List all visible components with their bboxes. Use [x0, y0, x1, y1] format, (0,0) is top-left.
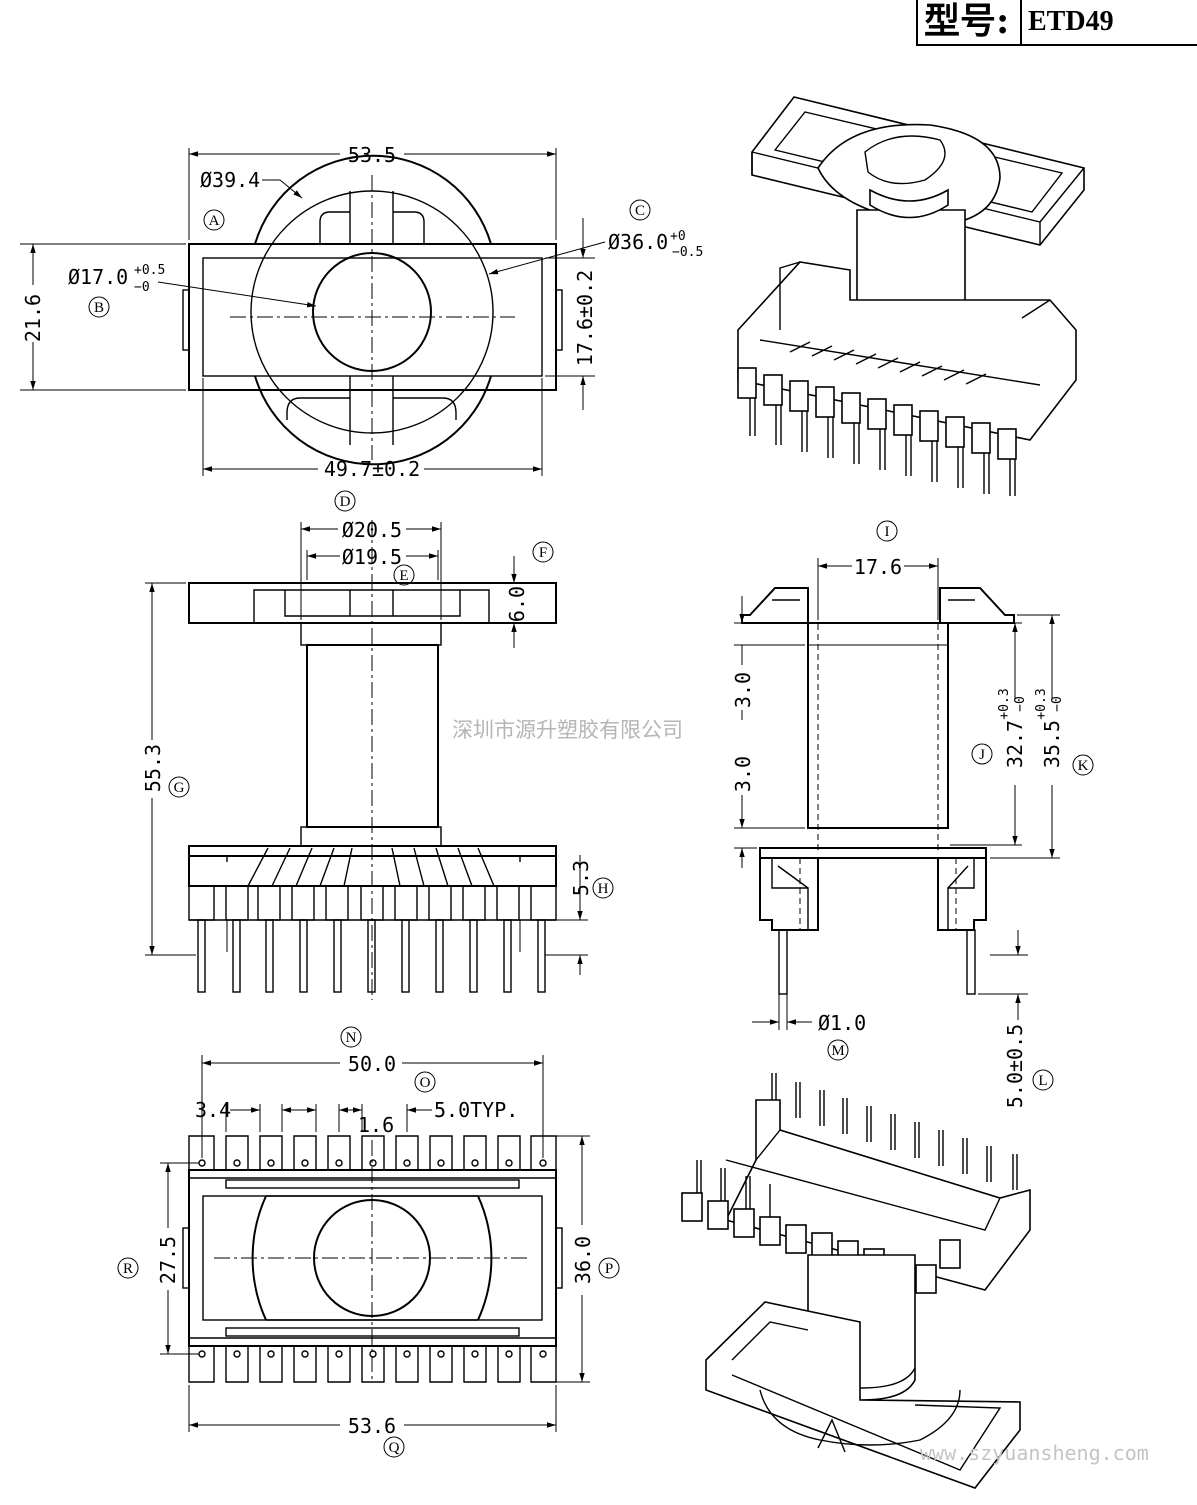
dim-winding-height: 32.7 — [1003, 720, 1027, 768]
dim-3-4: 3.4 — [195, 1098, 231, 1122]
dim-outer-dia: Ø20.5 — [342, 518, 402, 542]
label-i: I — [885, 524, 890, 540]
watermark-company: 深圳市源升塑胶有限公司 — [452, 718, 683, 742]
svg-text:+0.5: +0.5 — [134, 263, 165, 278]
dim-1-6: 1.6 — [358, 1113, 394, 1137]
label-a: A — [209, 213, 220, 229]
model-number: ETD49 — [1028, 6, 1114, 37]
svg-text:+0: +0 — [670, 229, 686, 244]
svg-text:−0.5: −0.5 — [672, 245, 703, 260]
dim-side-width: 17.6 — [854, 555, 902, 579]
label-m: M — [831, 1043, 844, 1059]
dim-round-dia: Ø36.0 — [608, 230, 668, 254]
svg-text:−0: −0 — [1050, 696, 1065, 712]
dim-3b: 3.0 — [731, 756, 755, 792]
label-g: G — [174, 780, 185, 796]
dim-outer-height: 36.0 — [571, 1236, 595, 1284]
dim-base-height: 5.3 — [569, 860, 593, 896]
label-b: B — [94, 300, 104, 316]
dim-pin-dia: Ø1.0 — [818, 1011, 866, 1035]
label-q: Q — [389, 1440, 400, 1456]
label-e: E — [399, 568, 408, 584]
label-p: P — [605, 1261, 613, 1277]
top-view: 53.5 Ø39.4 Ø17.0 +0.5 −0 Ø36.0 +0 −0.5 2… — [20, 143, 703, 481]
label-l: L — [1038, 1073, 1047, 1089]
side-view: 17.6 3.0 3.0 32.7 +0.3 −0 35.5 +0.3 −0 — [731, 520, 1094, 1108]
label-h: H — [598, 881, 609, 897]
dim-inner-dia: Ø19.5 — [342, 545, 402, 569]
label-j: J — [979, 747, 985, 763]
dim-3a: 3.0 — [731, 672, 755, 708]
watermark-url: www.szyuansheng.com — [920, 1441, 1149, 1465]
svg-text:+0.3: +0.3 — [997, 688, 1012, 719]
label-o: O — [420, 1075, 431, 1091]
label-n: N — [346, 1030, 357, 1046]
dim-inner-height: 27.5 — [156, 1236, 180, 1284]
svg-text:−0: −0 — [134, 280, 150, 295]
title-divider — [1020, 0, 1022, 44]
label-d: D — [340, 494, 351, 510]
dim-height-left: 21.6 — [21, 294, 45, 342]
label-c: C — [635, 203, 645, 219]
dim-height-right: 17.6±0.2 — [573, 270, 597, 366]
dim-core-dia: Ø17.0 — [68, 265, 128, 289]
label-f: F — [539, 545, 547, 561]
dim-flange-dia: Ø39.4 — [200, 168, 260, 192]
dim-total-height: 35.5 — [1040, 720, 1064, 768]
label-k: K — [1078, 758, 1089, 774]
svg-text:−0: −0 — [1013, 696, 1028, 712]
dim-pitch: 5.0TYP. — [434, 1098, 518, 1122]
bottom-view: 50.0 3.4 1.6 5.0TYP. 27.5 36.0 53.6 — [117, 1026, 620, 1458]
label-r: R — [123, 1261, 133, 1277]
dim-bottom-width: 49.7±0.2 — [324, 457, 420, 481]
title-block: 型号: ETD49 — [916, 0, 1197, 46]
dim-overall-height: 55.3 — [141, 744, 165, 792]
dim-pin-length: 5.0±0.5 — [1003, 1024, 1027, 1108]
isometric-view-top — [737, 96, 1085, 496]
front-view: Ø20.5 Ø19.5 6.0 55.3 5.3 D E F G H — [141, 490, 614, 1000]
dim-overall-width: 53.5 — [348, 143, 396, 167]
dim-flange-thickness: 6.0 — [505, 586, 529, 622]
svg-text:+0.3: +0.3 — [1034, 688, 1049, 719]
dim-overall-w: 53.6 — [348, 1414, 396, 1438]
isometric-view-bottom — [681, 1073, 1031, 1489]
dim-pin-span: 50.0 — [348, 1052, 396, 1076]
model-label: 型号: — [924, 0, 1010, 42]
